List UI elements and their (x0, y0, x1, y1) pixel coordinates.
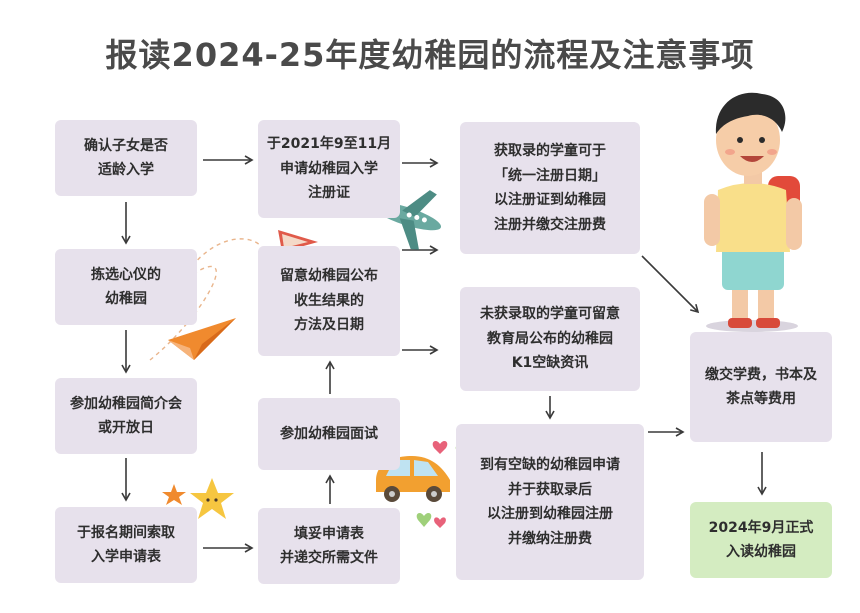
dashed-flight-path (149, 238, 361, 361)
star-icon (162, 484, 186, 505)
step-attend-briefing: 参加幼稚园简介会或开放日 (55, 378, 197, 454)
step-choose-kindergarten: 拣选心仪的幼稚园 (55, 249, 197, 325)
heart-icon (416, 513, 432, 527)
step-submit-application: 填妥申请表并递交所需文件 (258, 508, 400, 584)
step-enrol-september: 2024年9月正式入读幼稚园 (690, 502, 832, 578)
heart-icon (434, 517, 446, 528)
step-apply-vacancy-register: 到有空缺的幼稚园申请并于获取录后以注册到幼稚园注册并缴纳注册费 (456, 424, 644, 580)
step-confirm-age: 确认子女是否适龄入学 (55, 120, 197, 196)
step-interview: 参加幼稚园面试 (258, 398, 400, 470)
step-obtain-form: 于报名期间索取入学申请表 (55, 507, 197, 583)
step-admitted-register: 获取录的学童可于「统一注册日期」以注册证到幼稚园注册并缴交注册费 (460, 122, 640, 254)
arrow-s9-s12 (641, 255, 700, 314)
step-pay-fees: 缴交学费，书本及茶点等费用 (690, 332, 832, 442)
step-apply-registration-certificate: 于2021年9至11月申请幼稚园入学注册证 (258, 120, 400, 218)
heart-icon (432, 441, 448, 454)
kid-illustration-icon (704, 92, 802, 332)
star-icon (190, 478, 234, 519)
page-title: 报读2024-25年度幼稚园的流程及注意事项 (105, 36, 755, 74)
paper-plane-icon (168, 318, 236, 360)
step-watch-results: 留意幼稚园公布收生结果的方法及日期 (258, 246, 400, 356)
